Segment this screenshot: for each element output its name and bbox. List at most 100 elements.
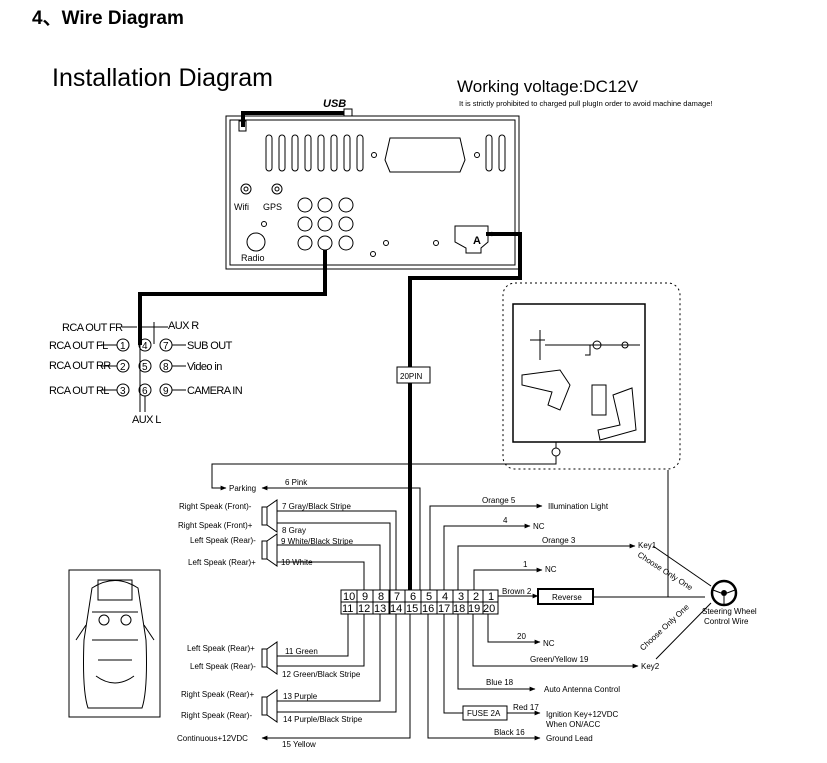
illumination-label: Illumination Light <box>548 502 609 511</box>
pin-number: 14 <box>390 603 402 615</box>
pin-numbers-bottom: 11 12 13 14 15 16 17 18 19 20 <box>342 603 495 615</box>
pin-number: 7 <box>394 591 400 603</box>
rca-breakout: RCA OUT FR AUX R RCA OUT FL 1 4 7 SUB OU… <box>49 320 243 426</box>
speaker-rear-right-icon <box>261 689 278 723</box>
rca-3-jack[interactable] <box>116 383 130 397</box>
red17-label: Red 17 <box>513 703 539 712</box>
vent-slots-left <box>265 134 364 172</box>
rca-1-jack[interactable] <box>116 338 130 352</box>
rca-5-jack[interactable] <box>138 359 152 373</box>
usb-cable: USB <box>241 98 353 127</box>
harness-main-cable <box>408 232 522 590</box>
rsr-minus-label: Right Speak (Rear)- <box>181 711 252 720</box>
rca-out-fl-label: RCA OUT FL <box>49 340 108 352</box>
sub-out-label: SUB OUT <box>187 340 233 352</box>
blue18-label: Blue 18 <box>486 678 514 687</box>
speaker-front-right-icon <box>261 499 278 533</box>
gray-label: 8 Gray <box>282 526 306 535</box>
pin-number: 18 <box>453 603 465 615</box>
control-wire-label: Control Wire <box>704 617 749 626</box>
pin-number: 2 <box>473 591 479 603</box>
display-window <box>384 137 466 173</box>
harness-20pin-tag <box>396 366 431 384</box>
nc4-label: NC <box>533 522 545 531</box>
connector-a[interactable] <box>454 225 489 254</box>
pin-number: 12 <box>358 603 370 615</box>
rsf-plus-label: Right Speak (Front)+ <box>178 521 253 530</box>
lsr-minus-label: Left Speak (Rear)- <box>190 536 256 545</box>
pin-number: 20 <box>483 603 495 615</box>
rca-number: 2 <box>120 362 126 373</box>
rca-number: 7 <box>163 341 169 352</box>
rca-number: 4 <box>142 341 148 352</box>
white-label: 10 White <box>281 558 313 567</box>
pin-number: 1 <box>488 591 494 603</box>
speaker-rear-left-lower-icon <box>261 641 278 675</box>
head-unit-panel: Wifi GPS Radio A <box>225 115 520 270</box>
video-in-label: Video in <box>187 361 222 373</box>
ignition-label-2: When ON/ACC <box>546 720 600 729</box>
gray-black-label: 7 Gray/Black Stripe <box>282 502 351 511</box>
gps-antenna-port[interactable] <box>271 183 283 195</box>
brown2-label: Brown 2 <box>502 587 532 596</box>
gps-label: GPS <box>263 202 282 212</box>
pin-number: 3 <box>458 591 464 603</box>
pin-number: 9 <box>362 591 368 603</box>
pin-number: 19 <box>468 603 480 615</box>
pin-number: 4 <box>442 591 448 603</box>
pin-numbers-top: 10 9 8 7 6 5 4 3 2 1 <box>343 591 494 603</box>
pin-number: 17 <box>438 603 450 615</box>
rca-out-fr-label: RCA OUT FR <box>62 322 123 334</box>
wire20-label: 20 <box>517 632 526 641</box>
continuous-label: Continuous+12VDC <box>177 734 248 743</box>
speaker-rear-left-upper-icon <box>261 533 278 567</box>
white-black-label: 9 White/Black Stripe <box>281 537 354 546</box>
radio-antenna-port[interactable] <box>246 232 266 252</box>
voltage-label: Working voltage:DC12V <box>457 77 639 96</box>
key1-label: Key1 <box>638 541 657 550</box>
rca-number: 6 <box>142 386 148 397</box>
nc1-label: NC <box>545 565 557 574</box>
vent-slots-right <box>485 134 506 172</box>
fuse-label: FUSE 2A <box>467 709 501 718</box>
rca-cable <box>138 250 327 345</box>
pin-number: 16 <box>422 603 434 615</box>
connector-a-label: A <box>473 235 481 247</box>
rsr-plus-label: Right Speak (Rear)+ <box>181 690 254 699</box>
lsr-plus-label: Left Speak (Rear)+ <box>188 558 256 567</box>
green-black-label: 12 Green/Black Stripe <box>282 670 361 679</box>
rca-number: 8 <box>163 362 169 373</box>
choose-only-one-lower-label: Choose Only One <box>638 602 691 652</box>
section-title: 4、Wire Diagram <box>32 8 184 29</box>
yellow-label: 15 Yellow <box>282 740 316 749</box>
ignition-label-1: Ignition Key+12VDC <box>546 710 618 719</box>
antenna-label: Auto Antenna Control <box>544 685 620 694</box>
rca-4-jack[interactable] <box>138 338 152 352</box>
green-label: 11 Green <box>285 647 318 656</box>
orange5-label: Orange 5 <box>482 496 516 505</box>
parking-brake-illustration <box>502 282 681 470</box>
rca-2-jack[interactable] <box>116 359 130 373</box>
rca-socket-grid <box>297 197 354 251</box>
rca-out-rl-label: RCA OUT RL <box>49 385 109 397</box>
radio-label: Radio <box>241 253 265 263</box>
left-wires: Parking 6 Pink Right Speak (Front)- Righ… <box>177 463 557 749</box>
wifi-antenna-port[interactable] <box>240 183 252 195</box>
pin-number: 8 <box>378 591 384 603</box>
black16-label: Black 16 <box>494 728 525 737</box>
diagram-title: Installation Diagram <box>52 64 273 92</box>
camera-in-label: CAMERA IN <box>187 385 243 397</box>
choose-only-one-upper-label: Choose Only One <box>636 550 695 592</box>
aux-l-label: AUX L <box>132 414 161 426</box>
purple-black-label: 14 Purple/Black Stripe <box>283 715 363 724</box>
rca-number: 5 <box>142 362 148 373</box>
steering-wheel-icon <box>710 579 738 607</box>
nc20-label: NC <box>543 639 555 648</box>
key2-label: Key2 <box>641 662 660 671</box>
reverse-label: Reverse <box>552 593 582 602</box>
warning-text: It is strictly prohibited to charged pul… <box>459 99 712 108</box>
wifi-label: Wifi <box>234 202 249 212</box>
usb-label: USB <box>323 98 346 110</box>
pin-number: 10 <box>343 591 355 603</box>
